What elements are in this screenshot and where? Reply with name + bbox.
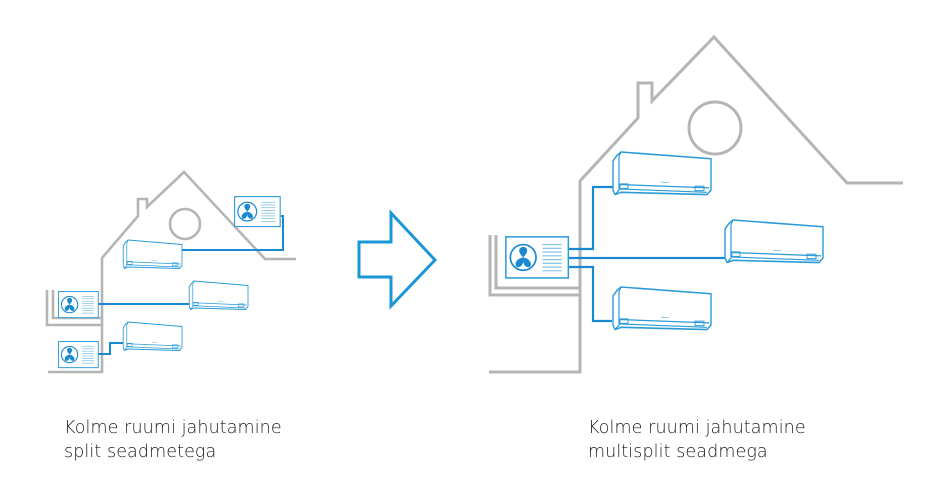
refrigerant-pipes bbox=[568, 185, 726, 323]
indoor-unit-2 bbox=[188, 280, 249, 311]
multisplit-system-caption: Kolme ruumi jahutamine multisplit seadme… bbox=[588, 416, 806, 464]
indoor-unit-2 bbox=[724, 219, 824, 264]
attic-window bbox=[168, 207, 202, 241]
outdoor-unit-middle bbox=[57, 291, 99, 319]
right-arrow-icon bbox=[357, 209, 438, 310]
outdoor-unit-bottom bbox=[57, 341, 99, 369]
outdoor-unit-top bbox=[233, 195, 281, 228]
multisplit-system-diagram bbox=[488, 34, 903, 374]
refrigerant-pipes bbox=[97, 215, 284, 355]
indoor-unit-3 bbox=[122, 321, 183, 352]
caption-line-1: Kolme ruumi jahutamine bbox=[64, 418, 282, 438]
indoor-unit-3 bbox=[612, 286, 712, 331]
caption-line-1: Kolme ruumi jahutamine bbox=[588, 418, 806, 438]
indoor-unit-1 bbox=[612, 151, 712, 196]
caption-line-2: split seadmetega bbox=[64, 442, 217, 462]
house-outline bbox=[488, 34, 903, 374]
outdoor-unit bbox=[504, 236, 570, 279]
split-system-diagram bbox=[45, 170, 296, 374]
indoor-unit-1 bbox=[122, 239, 183, 270]
split-system-caption: Kolme ruumi jahutamine split seadmetega bbox=[64, 416, 282, 464]
caption-line-2: multisplit seadmega bbox=[588, 442, 768, 462]
attic-window bbox=[687, 100, 743, 156]
